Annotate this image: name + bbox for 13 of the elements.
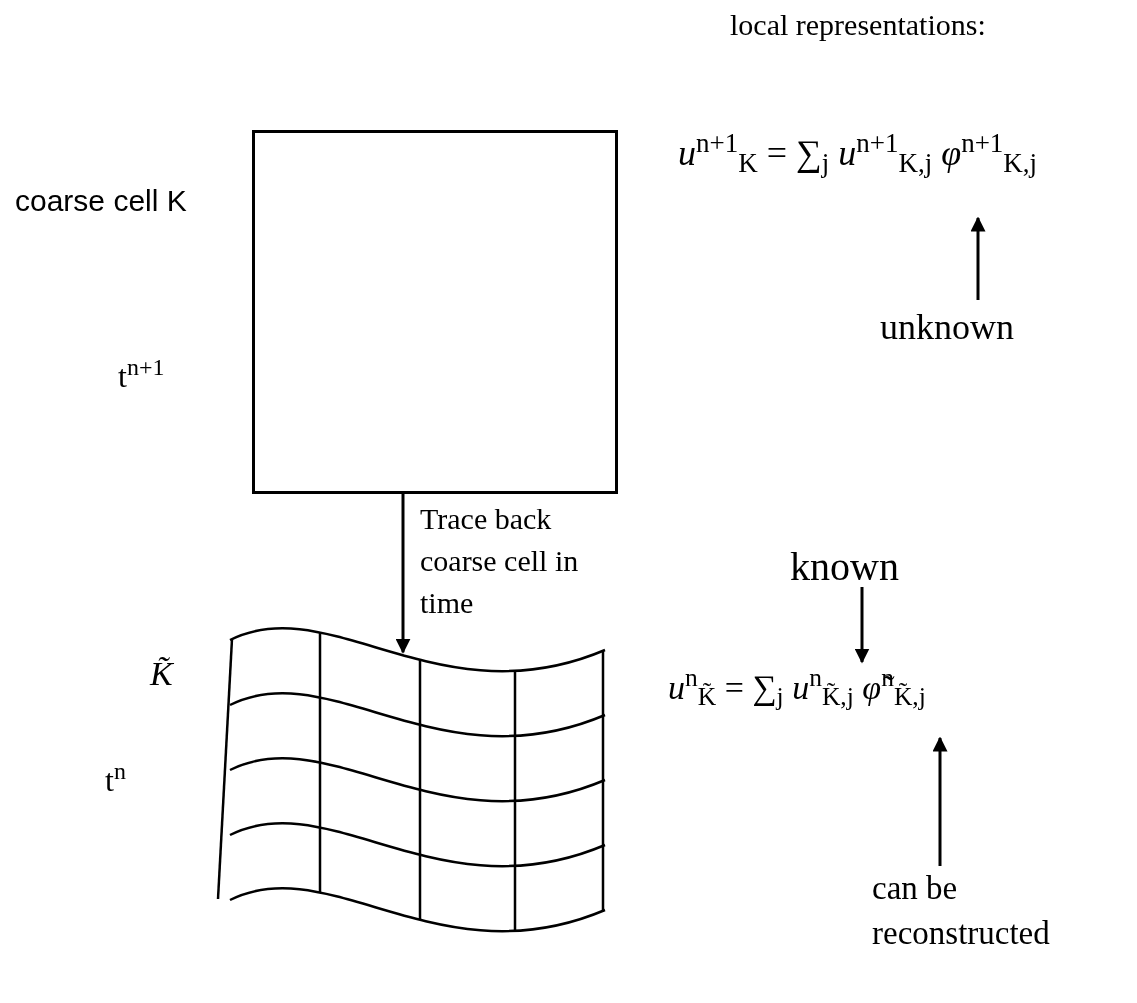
node-text: known	[790, 537, 940, 597]
time-label: t$^{n}$	[105, 757, 126, 800]
cell-label: coarse cell K	[15, 183, 187, 219]
coarse-cell-square	[252, 130, 618, 494]
cell-label: K̃	[150, 654, 173, 694]
node-text: can be reconstructed	[872, 866, 1134, 956]
time-label: t$^{n+1}$	[118, 353, 165, 396]
arrow	[854, 587, 870, 664]
heading-text: local representations:	[730, 7, 987, 43]
arrow	[395, 494, 411, 654]
node-text: unknown	[880, 300, 1075, 354]
arrow	[970, 216, 986, 300]
arrow	[932, 736, 948, 866]
